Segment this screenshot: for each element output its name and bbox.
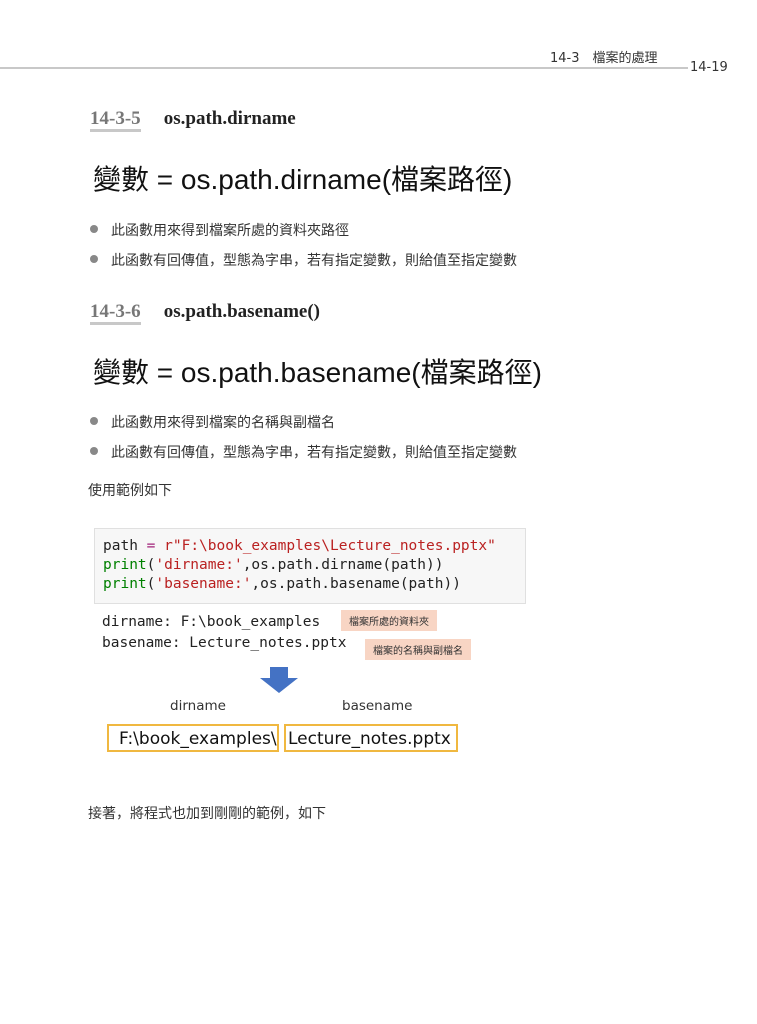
code-cell: path = r"F:\book_examples\Lecture_notes.… [94,528,526,604]
code-line-1: path = r"F:\book_examples\Lecture_notes.… [103,538,496,554]
syntax-line: 變數 = os.path.basename(檔案路徑) [93,357,542,388]
syntax-line: 變數 = os.path.dirname(檔案路徑) [93,164,513,195]
arrow-down-icon [260,667,298,693]
section-heading: 14-3-6 os.path.basename() [90,301,320,325]
section-number: 14-3-5 [90,108,141,132]
basename-value-box: Lecture_notes.pptx [284,724,458,752]
bullet-item: 此函數用來得到檔案的名稱與副檔名 [90,412,335,432]
code-line-2: print('dirname:',os.path.dirname(path)) [103,557,444,573]
annotation-basename: 檔案的名稱與副檔名 [365,639,471,660]
bullet-icon [90,225,98,233]
dirname-label: dirname [170,698,226,714]
running-header-chapter: 14-3 檔案的處理 [550,51,658,66]
bullet-icon [90,417,98,425]
page-number: 14-19 [688,60,730,75]
bullet-item: 此函數用來得到檔案所處的資料夾路徑 [90,220,349,240]
code-line-3: print('basename:',os.path.basename(path)… [103,576,461,592]
bullet-icon [90,447,98,455]
header-rule [0,67,720,69]
bullet-icon [90,255,98,263]
output-line-dirname: dirname: F:\book_examples [102,614,321,630]
section-title: os.path.dirname [163,108,296,129]
section-number: 14-3-6 [90,301,141,325]
example-intro: 使用範例如下 [88,483,172,499]
output-line-basename: basename: Lecture_notes.pptx [102,635,347,651]
basename-label: basename [342,698,413,714]
section-title: os.path.basename() [163,301,320,322]
section-heading: 14-3-5 os.path.dirname [90,108,296,132]
bullet-item: 此函數有回傳值，型態為字串，若有指定變數，則給值至指定變數 [90,442,517,462]
bullet-item: 此函數有回傳值，型態為字串，若有指定變數，則給值至指定變數 [90,250,517,270]
annotation-dirname: 檔案所處的資料夾 [341,610,437,631]
dirname-value-box: F:\book_examples\ [107,724,279,752]
closing-paragraph: 接著，將程式也加到剛剛的範例，如下 [88,806,326,822]
